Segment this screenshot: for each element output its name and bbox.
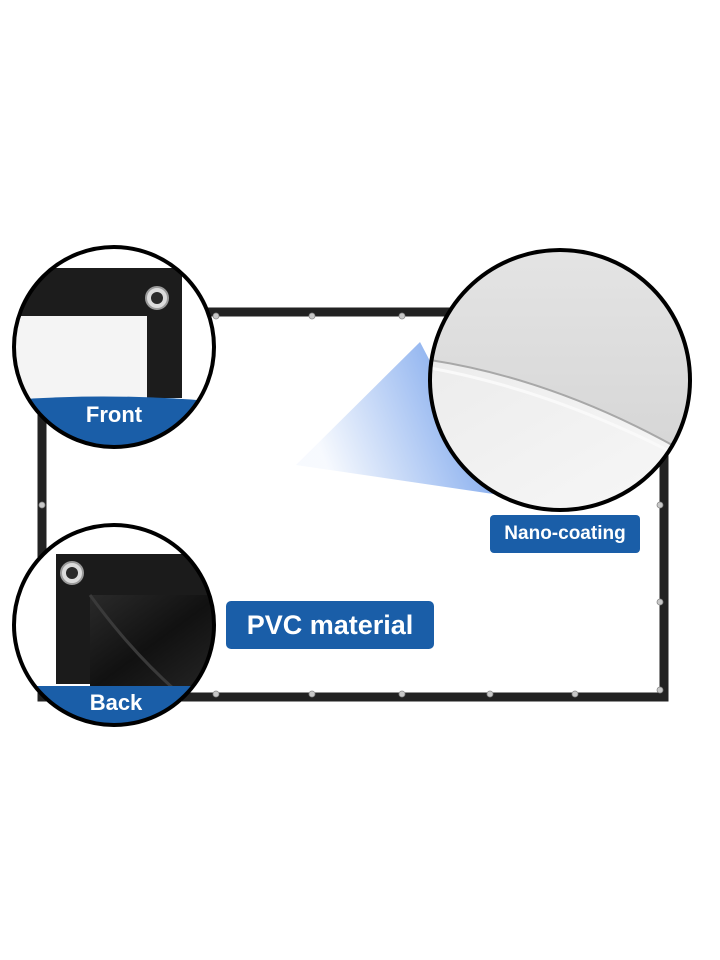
grommet-hole-icon [151, 292, 163, 304]
grommet-hole-icon [66, 567, 78, 579]
grommet-icon [656, 501, 664, 509]
grommet-icon [398, 312, 406, 320]
grommet-icon [656, 686, 664, 694]
grommet-icon [308, 690, 316, 698]
front-label: Front [85, 402, 143, 427]
grommet-icon [212, 312, 220, 320]
pvc-material-badge: PVC material [226, 601, 434, 649]
grommet-icon [212, 690, 220, 698]
grommet-icon [656, 598, 664, 606]
grommet-icon [398, 690, 406, 698]
nano-coating-badge: Nano-coating [490, 515, 640, 553]
grommet-icon [308, 312, 316, 320]
back-zoom-circle [12, 523, 216, 727]
back-label: Back [89, 690, 143, 715]
grommet-icon [38, 501, 46, 509]
highlight-beam [296, 342, 500, 495]
grommet-icon [571, 690, 579, 698]
grommet-icon [486, 690, 494, 698]
nano-coating-zoom-circle [428, 248, 692, 512]
